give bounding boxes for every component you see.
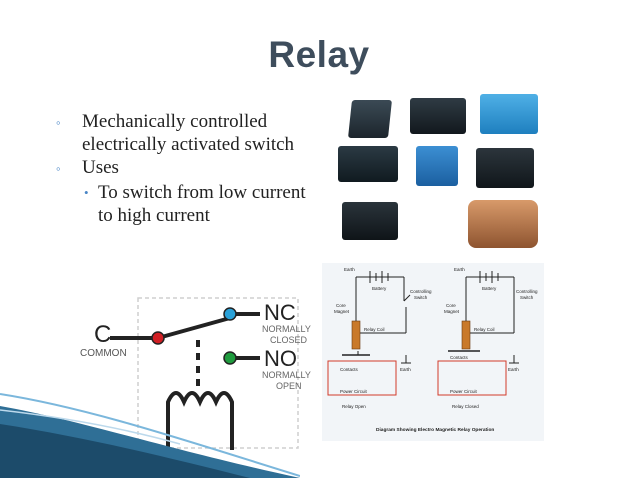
earth-bottom-label: Earth	[400, 367, 411, 372]
relay-photo	[476, 148, 534, 188]
bullet-marker: ◦	[56, 161, 61, 176]
sub-bullet-text: To switch from low current to high curre…	[98, 182, 306, 226]
relay-photo	[410, 98, 466, 134]
relay-operation-diagram: Earth Battery Controlling Switch Core Ma…	[322, 263, 544, 441]
sub-bullet-item: • To switch from low current to high cur…	[56, 181, 306, 227]
common-label: COMMON	[80, 348, 127, 359]
battery-label: Battery	[372, 286, 387, 291]
contacts-label: Contacts	[450, 355, 469, 360]
relay-photos	[330, 90, 542, 250]
switch-label-line2: Switch	[414, 295, 428, 300]
relay-photo	[338, 146, 398, 182]
bullet-list: ◦ Mechanically controlled electrically a…	[56, 110, 306, 227]
relay-photo	[480, 94, 538, 134]
nc-label-2: CLOSED	[270, 335, 308, 345]
common-letter: C	[94, 321, 111, 348]
no-label-2: OPEN	[276, 381, 302, 391]
battery-label: Battery	[482, 286, 497, 291]
nc-terminal-icon	[223, 307, 237, 321]
bullet-item: ◦ Mechanically controlled electrically a…	[56, 110, 306, 156]
core-magnet-line1: Core	[336, 303, 346, 308]
contacts-label: Contacts	[340, 367, 359, 372]
core-magnet-line2: Magnet	[334, 309, 350, 314]
relay-open-panel: Earth Battery Controlling Switch Core Ma…	[327, 267, 432, 409]
switch-label-line1: Controlling	[516, 289, 538, 294]
bullet-marker: ◦	[56, 115, 61, 130]
earth-top-label: Earth	[344, 267, 355, 272]
core-magnet-line1: Core	[446, 303, 456, 308]
nc-label-1: NORMALLY	[262, 324, 311, 334]
bullet-text: Uses	[82, 157, 119, 178]
earth-bottom-label: Earth	[508, 367, 519, 372]
relay-photo	[348, 100, 392, 138]
relay-schematic: C COMMON NC NORMALLY CLOSED NO NORMALLY …	[80, 297, 311, 450]
nc-letter: NC	[264, 300, 296, 325]
relay-coil-label: Relay Coil	[364, 327, 385, 332]
sub-bullet-marker: •	[84, 185, 89, 200]
no-terminal-icon	[223, 351, 237, 365]
no-label-1: NORMALLY	[262, 370, 311, 380]
relay-state-label: Relay Open	[342, 404, 366, 409]
bullet-text: Mechanically controlled electrically act…	[82, 111, 295, 155]
switch-label-line1: Controlling	[410, 289, 432, 294]
core-magnet-line2: Magnet	[444, 309, 460, 314]
power-circuit-label: Power Circuit	[450, 389, 478, 394]
earth-top-label: Earth	[454, 267, 465, 272]
slide-title: Relay	[268, 34, 370, 75]
relay-state-label: Relay Closed	[452, 404, 479, 409]
relay-coil-label: Relay Coil	[474, 327, 495, 332]
relay-photo	[416, 146, 458, 186]
diagram-caption: Diagram Showing Electro Magnetic Relay O…	[376, 427, 494, 433]
relay-photo	[468, 200, 538, 248]
switch-label-line2: Switch	[520, 295, 534, 300]
bullet-item: ◦ Uses	[56, 156, 306, 179]
relay-closed-panel: Earth Battery Controlling Switch Core Ma…	[437, 267, 538, 409]
no-letter: NO	[264, 346, 297, 371]
common-terminal-icon	[151, 331, 165, 345]
power-circuit-label: Power Circuit	[340, 389, 368, 394]
bottom-wave-decoration	[0, 393, 300, 478]
relay-photo	[342, 202, 398, 240]
